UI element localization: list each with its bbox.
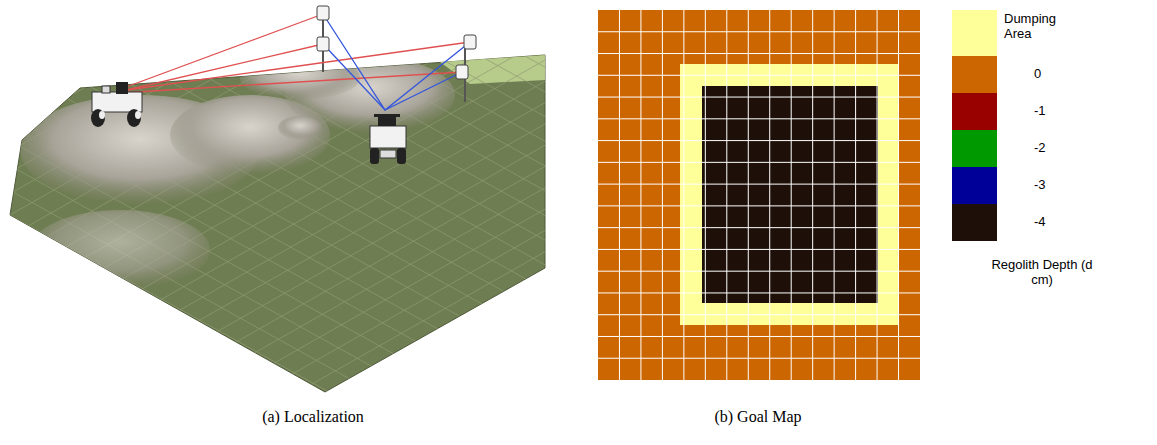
legend-swatch [952,56,997,93]
legend-text: -1 [1034,104,1074,119]
legend-swatch [952,93,997,130]
beacon [317,6,476,79]
legend-swatch [952,167,997,204]
legend-title: Regolith Depth (d cm) [990,258,1094,288]
legend-text: Dumping Area [1004,12,1070,42]
rover [91,82,142,127]
legend-text: -3 [1034,178,1074,193]
legend-swatch [952,130,997,167]
legend-text: -2 [1034,141,1074,156]
goal-map [598,10,920,380]
subfigure-caption: (b) Goal Map [648,408,868,426]
beacon-pole [323,12,465,102]
legend-text: -4 [1034,215,1074,230]
legend-swatch [952,10,997,56]
rover [370,114,406,164]
legend-swatch [952,204,997,241]
legend-text: 0 [1034,67,1074,82]
signal-lines [118,14,470,110]
subfigure-caption: (a) Localization [203,408,423,426]
